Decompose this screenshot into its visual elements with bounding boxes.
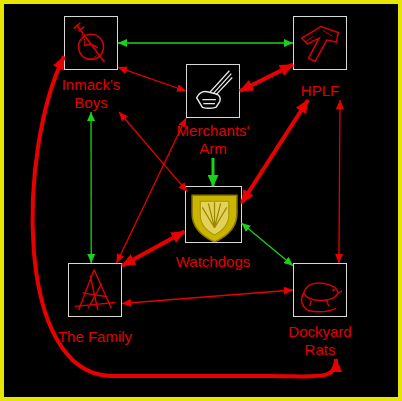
gang-emblem — [185, 186, 242, 243]
relation-arrow — [118, 42, 293, 43]
gang-emblem — [293, 16, 347, 70]
relation-arrow — [33, 57, 336, 377]
emblem-drawing — [69, 264, 121, 316]
gang-node: Merchants' Arm — [168, 64, 258, 158]
gang-name: Dockyard Rats — [280, 323, 360, 359]
gang-name: Inmack's Boys — [51, 76, 131, 112]
gang-node: The Family — [45, 263, 145, 346]
emblem-drawing — [294, 264, 346, 316]
relation-arrow — [122, 232, 185, 266]
relation-arrow — [242, 223, 294, 266]
relation-arrow — [240, 65, 293, 91]
gang-emblem — [68, 263, 122, 317]
relation-arrow — [122, 290, 293, 304]
gang-emblem — [293, 263, 347, 317]
relation-arrow — [118, 67, 186, 91]
gang-name: Watchdogs — [163, 253, 263, 271]
relation-arrow — [119, 112, 187, 192]
emblem-drawing — [65, 17, 117, 69]
relation-arrow — [242, 100, 309, 203]
gang-node: Inmack's Boys — [51, 16, 131, 112]
gang-node: Dockyard Rats — [280, 263, 360, 359]
gang-name: Merchants' Arm — [168, 122, 258, 158]
gang-emblem — [64, 16, 118, 70]
relation-arrow — [117, 118, 186, 263]
gang-node: Watchdogs — [163, 186, 263, 271]
emblem-drawing — [294, 17, 346, 69]
gang-name: HPLF — [280, 82, 360, 100]
relation-arrow — [339, 100, 340, 263]
emblem-drawing — [186, 187, 241, 242]
gang-name: The Family — [45, 328, 145, 346]
emblem-drawing — [187, 65, 239, 117]
gang-node: HPLF — [280, 16, 360, 100]
relation-arrow — [212, 158, 215, 186]
relation-arrow — [90, 112, 92, 263]
gang-emblem — [186, 64, 240, 118]
